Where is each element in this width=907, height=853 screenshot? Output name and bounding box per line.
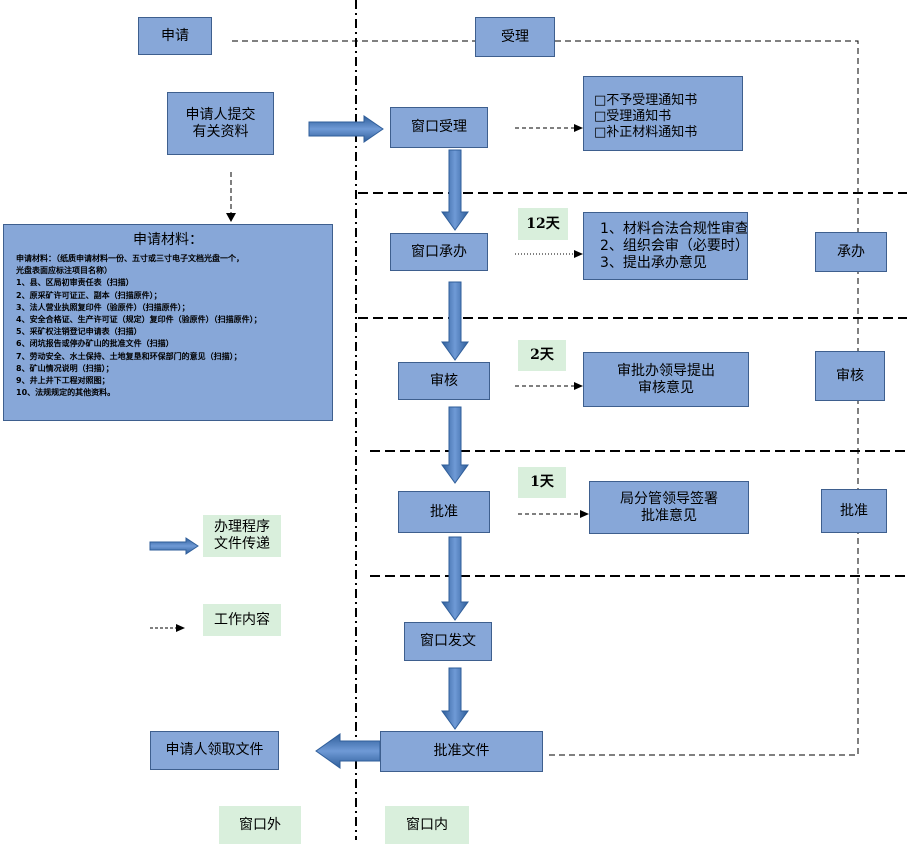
handle-task-item: 2、组织会审（必要时） [600,238,748,254]
materials-item: 4、安全合格证、生产许可证（规定）复印件（验原件）（扫描原件）； [16,315,262,325]
notice-item: □补正材料通知书 [594,125,698,140]
node-submit: 申请人提交 有关资料 [167,92,274,155]
notices-box: □不予受理通知书 □受理通知书 □补正材料通知书 [583,76,743,151]
legend-block-arrow [149,537,199,555]
legend-work: 工作内容 [203,604,281,636]
materials-item: 2、原采矿许可证正、副本（扫描原件）； [16,290,162,300]
materials-title: 申请材料： [133,232,203,248]
arrow-review-to-approve [441,406,469,484]
arrow-approve-to-issue [441,536,469,621]
handle-task-item: 3、提出承办意见 [600,255,707,271]
arrow-doc-to-applicant [315,733,381,769]
side-approve: 批准 [821,489,887,533]
materials-item: 1、县、区局初审责任表（扫描） [16,278,134,288]
approve-task-box: 局分管领导签署 批准意见 [589,481,749,534]
materials-item: 8、矿山情况说明（扫描）； [16,363,114,373]
arrow-submit-to-accept [308,115,384,143]
node-applicant-receive: 申请人领取文件 [150,731,279,770]
side-review: 审核 [815,351,885,401]
node-approve: 批准 [398,491,490,533]
materials-item: 7、劳动安全、水土保持、土地复垦和环保部门的意见（扫描）； [16,351,242,361]
legend-program: 办理程序 文件传递 [203,515,281,557]
node-window-issue: 窗口发文 [404,622,492,661]
notice-item: □受理通知书 [594,109,672,124]
footer-inside: 窗口内 [385,806,469,844]
node-approval-doc: 批准文件 [380,731,543,772]
arrow-handle-to-review [441,281,469,361]
materials-item: 光盘表面应标注项目名称） [16,266,112,276]
days-approve: 1天 [518,467,566,498]
node-review: 审核 [398,362,490,400]
side-handle: 承办 [815,232,887,272]
materials-item: 9、井上井下工程对照图； [16,376,110,386]
materials-item: 3、法人营业执照复印件（验原件）（扫描原件）； [16,302,190,312]
review-task-box: 审批办领导提出 审核意见 [583,352,749,407]
header-accept: 受理 [475,17,555,57]
materials-box: 申请材料： 申请材料：（纸质申请材料一份、五寸或三寸电子文档光盘一个， 光盘表面… [3,224,333,421]
arrow-issue-to-doc [441,667,469,730]
notice-item: □不予受理通知书 [594,93,698,108]
materials-item: 10、法规规定的其他资料。 [16,388,116,398]
materials-item: 申请材料：（纸质申请材料一份、五寸或三寸电子文档光盘一个， [16,254,244,263]
handle-task-item: 1、材料合法合规性审查 [600,221,748,237]
days-handle: 12天 [518,208,568,240]
materials-item: 5、采矿权注销登记申请表（扫描） [16,327,142,337]
node-window-handle: 窗口承办 [390,233,488,271]
materials-item: 6、闭坑报告或停办矿山的批准文件（扫描） [16,339,174,349]
footer-outside: 窗口外 [219,806,301,844]
header-apply: 申请 [138,17,212,55]
handle-tasks-box: 1、材料合法合规性审查 2、组织会审（必要时） 3、提出承办意见 [583,212,748,280]
arrow-accept-to-handle [441,149,469,231]
days-review: 2天 [518,340,566,371]
node-window-accept: 窗口受理 [390,107,488,148]
